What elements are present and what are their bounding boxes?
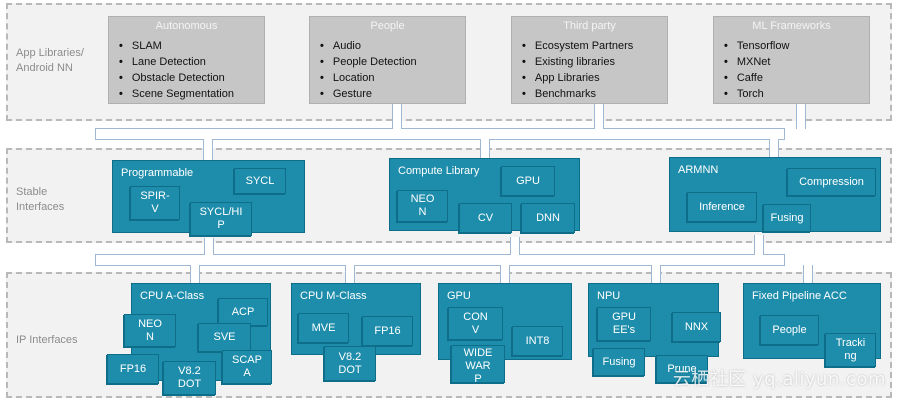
conv-block: CON V [448, 307, 503, 340]
list-item: SLAM [119, 38, 234, 54]
v82-dot-block: V8.2 DOT [324, 346, 376, 381]
fusing-block: Fusing [763, 204, 811, 232]
third-party-title: Third party [563, 20, 616, 32]
list-item: Lane Detection [119, 54, 234, 70]
gpu-title: GPU [447, 290, 471, 302]
connector-stub [510, 237, 520, 255]
neon-block: NEO N [397, 190, 448, 222]
gpu-ees-block: GPU EE's [597, 307, 651, 341]
people-block: People [760, 315, 819, 345]
list-item: Existing libraries [522, 54, 633, 70]
spirv-block: SPIR- V [130, 186, 180, 220]
ml-frameworks-box: ML Frameworks Tensorflow MXNet Caffe Tor… [713, 16, 870, 104]
list-item: Scene Segmentation [119, 86, 234, 102]
connector-stub [651, 265, 661, 284]
autonomous-box: Autonomous SLAM Lane Detection Obstacle … [108, 16, 265, 104]
npu-title: NPU [597, 290, 621, 302]
people-title: People [370, 20, 405, 32]
inference-block: Inference [687, 192, 757, 222]
mve-block: MVE [298, 313, 349, 343]
fixed-pipeline-title: Fixed Pipeline ACC [752, 290, 847, 302]
ml-frameworks-title: ML Frameworks [752, 20, 831, 32]
v82-dot-block: V8.2 DOT [163, 361, 216, 395]
connector-stub [345, 265, 355, 284]
syclhip-block: SYCL/HI P [190, 202, 252, 236]
stable-interfaces-label: Stable Interfaces [16, 186, 65, 213]
list-item: Location [320, 70, 417, 86]
list-item: App Libraries [522, 70, 633, 86]
sycl-block: SYCL [234, 168, 286, 194]
sve-block: SVE [198, 323, 251, 352]
list-item: Gesture [320, 86, 417, 102]
app-libraries-label: App Libraries/ Android NN [16, 47, 84, 74]
people-list: Audio People Detection Location Gesture [320, 38, 417, 102]
tracking-block: Tracki ng [825, 333, 876, 367]
connector-stub [754, 235, 764, 255]
connector-stub [796, 104, 806, 129]
lower-connector-bus [95, 254, 785, 266]
connector-stub [204, 238, 214, 255]
fp16-block: FP16 [362, 316, 413, 346]
neon-block: NEO N [124, 314, 176, 347]
cv-block: CV [459, 203, 512, 233]
programmable-title: Programmable [121, 167, 194, 179]
third-party-box: Third party Ecosystem Partners Existing … [511, 16, 668, 104]
connector-stub [594, 104, 604, 129]
nnx-block: NNX [672, 312, 721, 342]
third-party-list: Ecosystem Partners Existing libraries Ap… [522, 38, 633, 102]
gpu-block: GPU [501, 166, 555, 196]
prune-block: Prune [656, 355, 708, 383]
cpu-a-class-title: CPU A-Class [140, 290, 205, 302]
int8-block: INT8 [512, 326, 563, 356]
fusing-block: Fusing [593, 348, 645, 376]
list-item: MXNet [724, 54, 789, 70]
connector-stub [392, 104, 402, 129]
cpu-m-class-title: CPU M-Class [300, 290, 367, 302]
wide-warp-block: WIDE WAR P [451, 345, 505, 383]
connector-stub [500, 265, 510, 284]
armnn-title: ARMNN [678, 164, 719, 176]
compute-library-title: Compute Library [398, 165, 480, 177]
autonomous-list: SLAM Lane Detection Obstacle Detection S… [119, 38, 234, 102]
connector-stub [190, 265, 200, 284]
autonomous-title: Autonomous [155, 20, 218, 32]
fp16-block: FP16 [107, 354, 159, 384]
list-item: Obstacle Detection [119, 70, 234, 86]
list-item: Tensorflow [724, 38, 790, 54]
ml-frameworks-list: Tensorflow MXNet Caffe Torch [724, 38, 790, 102]
scapa-block: SCAP A [222, 350, 272, 384]
list-item: Torch [724, 86, 789, 102]
connector-stub [203, 139, 213, 161]
list-item: Caffe [724, 70, 789, 86]
ip-interfaces-label: IP Interfaces [16, 334, 78, 346]
people-box: People Audio People Detection Location G… [309, 16, 466, 104]
watermark-text: 云栖社区 yq.aliyun.com [672, 369, 886, 390]
acp-block: ACP [218, 298, 268, 326]
list-item: Benchmarks [522, 86, 633, 102]
connector-stub [803, 265, 813, 284]
upper-connector-bus [95, 128, 785, 140]
connector-stub [480, 139, 490, 159]
list-item: People Detection [320, 54, 417, 70]
connector-stub [769, 139, 779, 158]
dnn-block: DNN [521, 203, 575, 233]
list-item: Ecosystem Partners [522, 38, 633, 54]
compression-block: Compression [787, 168, 876, 196]
list-item: Audio [320, 38, 417, 54]
